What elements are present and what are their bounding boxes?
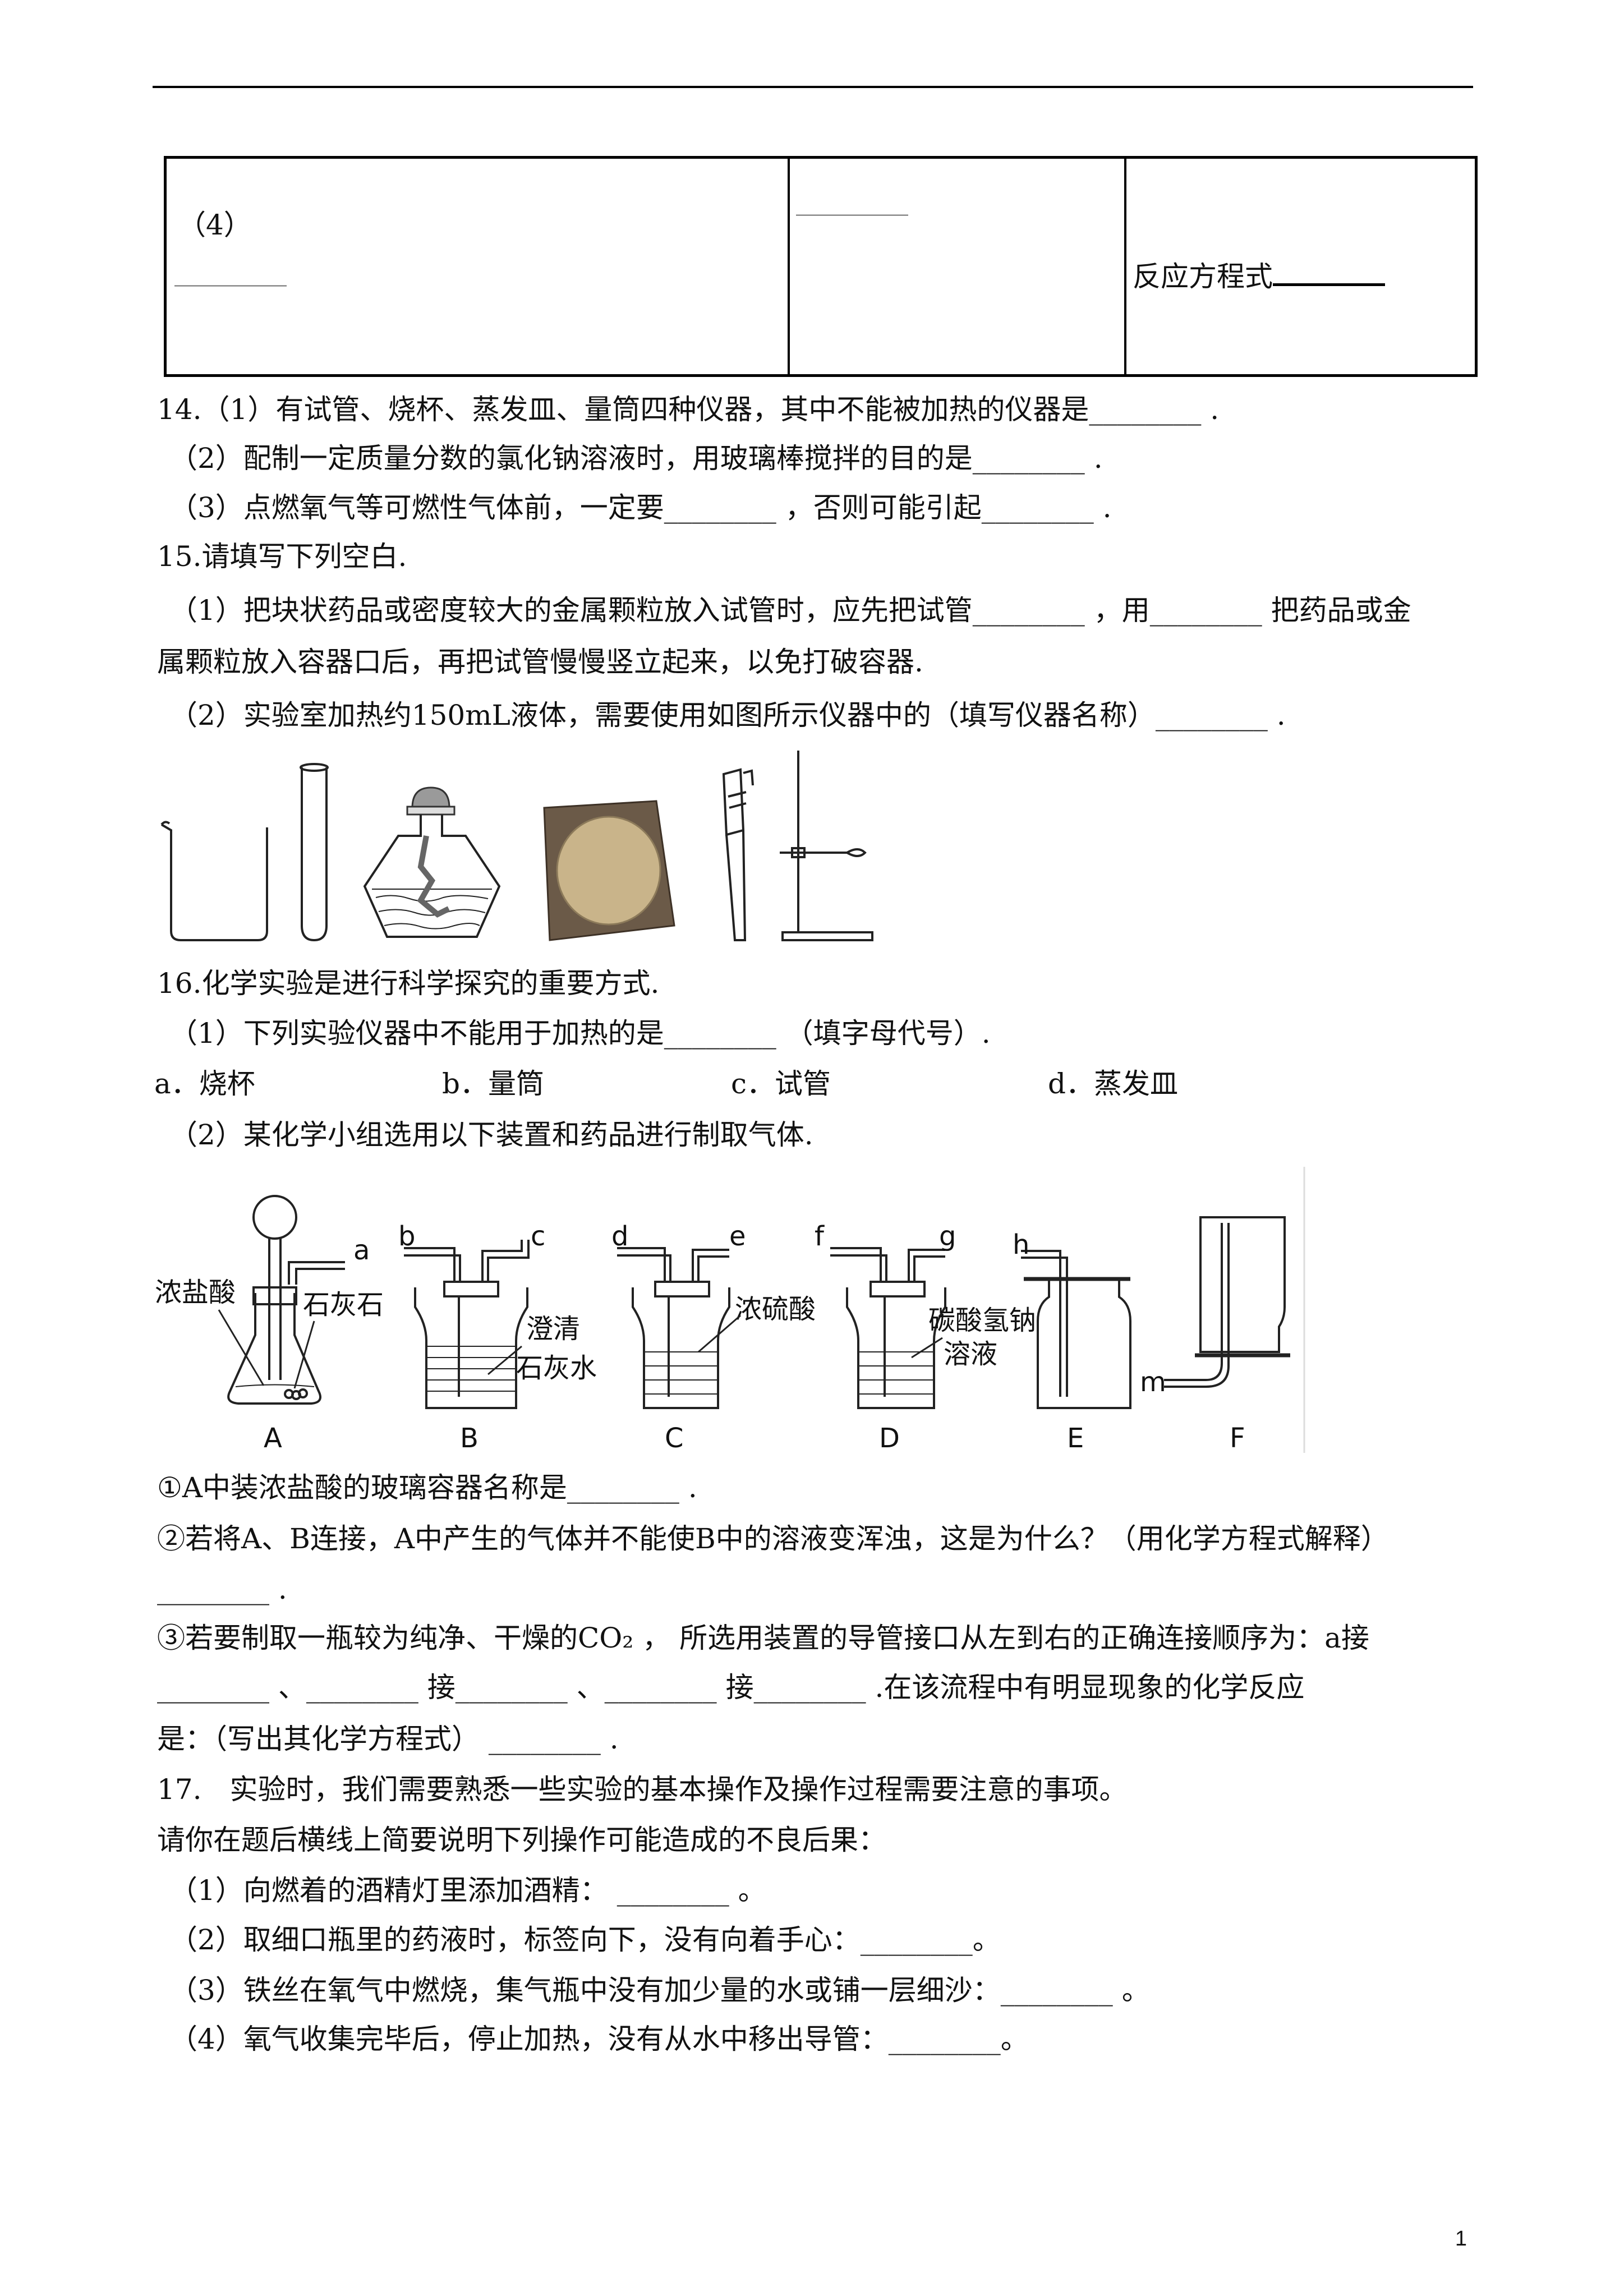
port-label-c: c [531, 1221, 545, 1252]
q17-line-1: 17. 实验时，我们需要熟悉一些实验的基本操作及操作过程需要注意的事项。 [157, 1773, 1128, 1806]
port-label-a: a [353, 1235, 370, 1266]
apparatus-label-F: F [1230, 1423, 1245, 1454]
label-bicarbonate-1: 碳酸氢钠 [928, 1305, 1036, 1336]
table-cell-label: （4） [178, 209, 252, 241]
port-label-e: e [729, 1221, 746, 1252]
apparatus-d [830, 1247, 946, 1409]
table-divider [1124, 159, 1126, 374]
port-label-f: f [815, 1221, 825, 1252]
port-label-m: m [1140, 1366, 1166, 1398]
page-number: 1 [1455, 2227, 1467, 2251]
apparatus-label-E: E [1067, 1423, 1084, 1454]
table-cell-blank[interactable]: ________ [174, 254, 287, 287]
test-tube-holder-icon [722, 768, 754, 941]
beaker-icon [160, 821, 268, 941]
q15-line-4: （2）实验室加热约150mL液体，需要使用如图所示仪器中的（填写仪器名称）___… [169, 699, 1286, 731]
label-bicarbonate-2: 溶液 [944, 1338, 997, 1370]
apparatus-label-B: B [460, 1423, 479, 1454]
port-label-h: h [1013, 1229, 1029, 1260]
q16-option-c: c．试管 [731, 1068, 831, 1100]
apparatus-a [227, 1195, 345, 1405]
q16-line-1: 16.化学实验是进行科学探究的重要方式. [157, 967, 660, 1000]
apparatus-b [404, 1240, 530, 1409]
table-cell-blank[interactable]: ________ [796, 183, 908, 216]
header-rule [153, 86, 1473, 88]
q17-line-6: （4）氧气收集完毕后，停止加热，没有从水中移出导管：________。 [169, 2023, 1029, 2055]
apparatus-f [1164, 1216, 1290, 1388]
q16-sub-3a: ③若要制取一瓶较为纯净、干燥的CO₂ ， 所选用装置的导管接口从左到右的正确连接… [157, 1622, 1369, 1654]
apparatus-e [1021, 1250, 1131, 1409]
q16-sub-1: ①A中装浓盐酸的玻璃容器名称是________ . [157, 1471, 697, 1504]
q16-line-3: （2）某化学小组选用以下装置和药品进行制取气体. [169, 1119, 813, 1151]
q15-line-2: （1）把块状药品或密度较大的金属颗粒放入试管时，应先把试管________ ，用… [169, 594, 1411, 627]
reaction-equation-label: 反应方程式 [1133, 260, 1273, 293]
q14-line-3: （3）点燃氧气等可燃性气体前，一定要________ ，否则可能引起______… [169, 491, 1112, 524]
q17-line-5: （3）铁丝在氧气中燃烧，集气瓶中没有加少量的水或铺一层细沙：________ 。 [169, 1974, 1150, 2007]
q16-option-d: d．蒸发皿 [1048, 1068, 1179, 1100]
port-label-d: d [611, 1221, 628, 1252]
q17-line-3: （1）向燃着的酒精灯里添加酒精： ________ 。 [169, 1874, 766, 1907]
q14-line-1: 14.（1）有试管、烧杯、蒸发皿、量筒四种仪器，其中不能被加热的仪器是_____… [157, 393, 1220, 426]
apparatus-label-A: A [264, 1423, 282, 1454]
q17-line-4: （2）取细口瓶里的药液时，标签向下，没有向着手心：________。 [169, 1924, 1001, 1956]
q15-line-1: 15.请填写下列空白. [157, 540, 407, 573]
gas-apparatus-figure: a 浓盐酸 石灰石 A b c 澄清 石灰水 B [155, 1167, 1305, 1454]
apparatus-label-C: C [665, 1423, 684, 1454]
q14-line-2: （2）配制一定质量分数的氯化钠溶液时，用玻璃棒搅拌的目的是________ . [169, 442, 1103, 475]
q16-sub-3b: ________ 、________ 接________ 、________ 接… [157, 1671, 1305, 1704]
label-limestone: 石灰石 [303, 1289, 384, 1320]
iron-stand-icon [780, 751, 873, 941]
asbestos-gauze-icon [543, 800, 675, 941]
q16-sub-2b: ________ . [157, 1573, 287, 1605]
label-limewater-2: 石灰水 [516, 1352, 597, 1384]
q16-sub-2a: ②若将A、B连接，A中产生的气体并不能使B中的溶液变浑浊，这是为什么？（用化学方… [157, 1522, 1389, 1555]
q16-sub-3c: 是：（写出其化学方程式） ________ . [157, 1723, 619, 1755]
port-label-g: g [939, 1221, 956, 1252]
q17-line-2: 请你在题后横线上简要说明下列操作可能造成的不良后果： [157, 1824, 886, 1856]
port-label-b: b [398, 1221, 415, 1252]
label-limewater-1: 澄清 [526, 1313, 580, 1345]
label-conc-sulfuric: 浓硫酸 [735, 1294, 816, 1325]
table-divider [788, 159, 790, 374]
alcohol-lamp-icon [363, 786, 501, 938]
apparatus-c [617, 1247, 730, 1409]
reaction-equation-blank[interactable] [1273, 261, 1385, 286]
label-conc-hcl: 浓盐酸 [155, 1277, 236, 1308]
test-tube-icon [300, 763, 329, 942]
q16-option-b: b．量筒 [442, 1068, 545, 1100]
q16-option-a: a．烧杯 [154, 1068, 255, 1100]
apparatus-label-D: D [879, 1423, 900, 1454]
answer-table: （4） ________ ________ 反应方程式 [164, 156, 1478, 377]
q16-line-2: （1）下列实验仪器中不能用于加热的是________ （填字母代号）. [169, 1017, 991, 1050]
q15-line-3: 属颗粒放入容器口后，再把试管慢慢竖立起来，以免打破容器. [157, 646, 923, 678]
instruments-figure [160, 751, 873, 942]
